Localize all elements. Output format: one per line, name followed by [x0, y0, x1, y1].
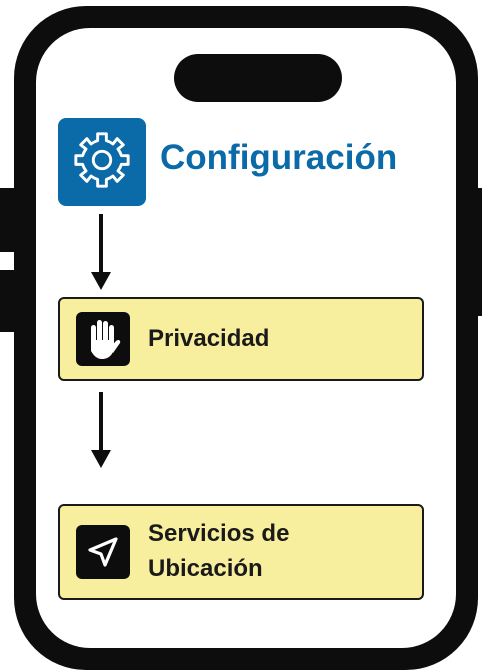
phone-screen: Configuración Privacidad — [36, 28, 456, 648]
step-location-services: Servicios de Ubicación — [58, 504, 424, 600]
gear-icon — [71, 129, 133, 196]
dynamic-island — [174, 54, 342, 102]
step-privacy: Privacidad — [58, 297, 424, 381]
step-label: Privacidad — [148, 324, 270, 352]
location-arrow-icon — [76, 525, 130, 579]
phone-frame: Configuración Privacidad — [14, 6, 478, 670]
down-arrow-icon — [90, 392, 112, 475]
settings-app-icon — [58, 118, 146, 206]
down-arrow-icon — [90, 214, 112, 297]
page-title: Configuración — [160, 138, 398, 177]
step-label: Servicios de Ubicación — [148, 520, 290, 582]
raised-hand-icon — [76, 312, 130, 366]
